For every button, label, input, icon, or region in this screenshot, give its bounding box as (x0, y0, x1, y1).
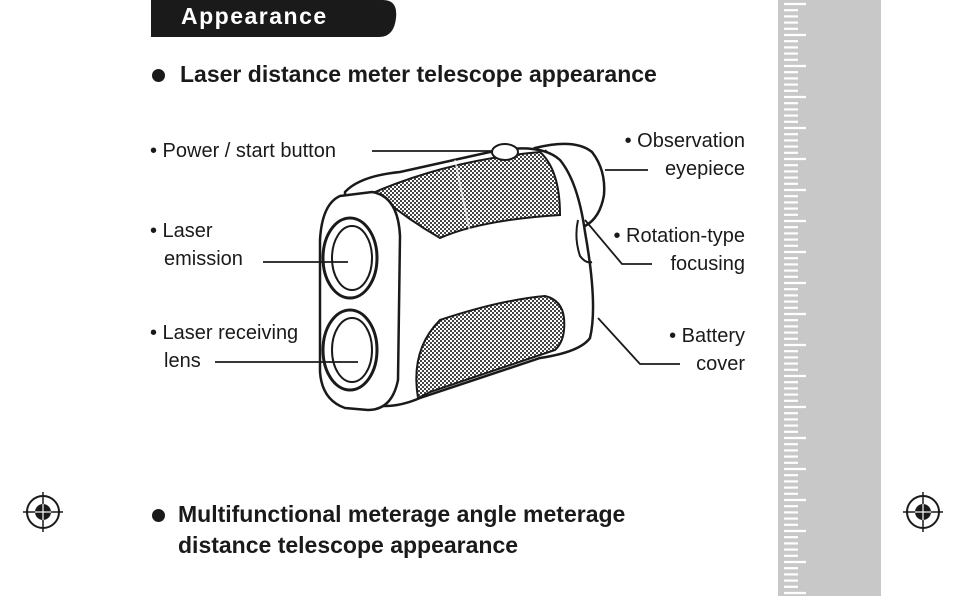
label-laser-emission-1: • Laser (150, 220, 213, 242)
ruler-ticks (784, 2, 806, 595)
heading-bullet (152, 69, 165, 82)
registration-mark-icon (903, 492, 943, 532)
label-rotation-2: focusing (670, 253, 746, 275)
label-observation-2: eyepiece (664, 158, 745, 180)
ruler-strip (778, 0, 881, 596)
label-laser-emission-2: emission (164, 248, 243, 270)
device-body (343, 147, 595, 408)
label-battery-2: cover (696, 353, 745, 375)
label-battery-1: • Battery (669, 325, 745, 347)
registration-mark-icon (23, 492, 63, 532)
label-observation-1: • Observation (624, 130, 745, 152)
label-power-button: • Power / start button (150, 140, 336, 162)
section-tab: Appearance (151, 0, 398, 37)
leader-lines (215, 150, 680, 365)
heading-multifunctional-1: Multifunctional meterage angle meterage (178, 501, 626, 527)
heading-bullet (152, 509, 165, 522)
section-tab-label: Appearance (181, 3, 328, 29)
heading-multifunctional-2: distance telescope appearance (178, 532, 519, 558)
power-button-shape (491, 143, 519, 161)
heading-laser-telescope: Laser distance meter telescope appearanc… (180, 61, 657, 87)
label-rotation-1: • Rotation-type (613, 225, 745, 247)
front-face (318, 190, 402, 412)
label-laser-receiving-2: lens (164, 350, 201, 372)
section-tab-shape (151, 0, 397, 37)
label-laser-receiving-1: • Laser receiving (150, 322, 299, 344)
